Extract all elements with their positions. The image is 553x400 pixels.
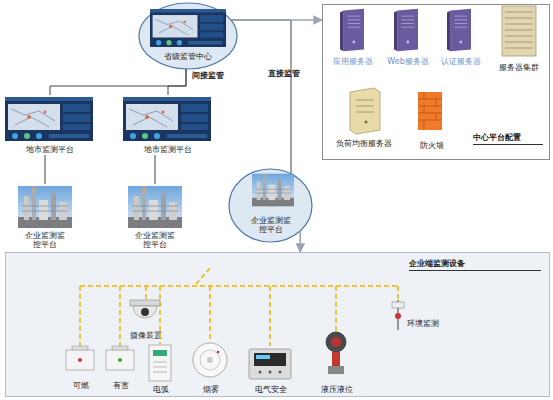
device-item: 有害: [99, 345, 143, 391]
connector-line: [231, 19, 322, 21]
device-item: 电弧: [141, 343, 181, 395]
node-label: 电气安全: [255, 385, 287, 395]
free-label: 间接监管: [192, 70, 224, 81]
node-label: 地市监测平台: [26, 145, 74, 155]
connector-line: [168, 69, 186, 95]
node-label: 地市监测平台: [144, 145, 192, 155]
group-heading: 中心平台配置: [473, 133, 543, 145]
edge-label: 直接监管: [268, 68, 300, 79]
device-item: 电气安全: [243, 341, 299, 395]
node-label: 负荷均衡服务器: [336, 139, 392, 149]
node-label: 烟雾: [203, 385, 219, 395]
node-label: 环境监测: [407, 319, 439, 329]
server-item: Web服务器: [383, 5, 433, 67]
device-item: 可燃: [59, 345, 103, 391]
device-item: 烟雾: [185, 339, 237, 395]
connector-line: [299, 231, 301, 252]
server-item: 应用服务器: [329, 5, 377, 67]
device-item: 环境监测: [373, 293, 439, 329]
node-label: 企业监测监控平台: [132, 231, 178, 250]
server-item: 服务器集群: [491, 5, 547, 73]
node-label: 有害: [113, 381, 129, 391]
ellipse-shape: [229, 169, 312, 242]
node-label: 企业监测监控平台: [22, 231, 68, 250]
platform-node: 地市监测平台: [120, 95, 216, 155]
node-label: 应用服务器: [333, 57, 373, 67]
group-heading: 企业端监测设备: [409, 259, 541, 271]
platform-node: 企业监测监控平台: [122, 184, 188, 250]
node-label: 认证服务器: [441, 57, 481, 67]
node-label: 企业监测监控平台: [248, 216, 294, 235]
platform-node: 企业监测监控平台: [12, 184, 78, 250]
node-label: 省级监管中心: [164, 52, 212, 62]
ellipse-shape: [139, 3, 237, 69]
server-item: 负荷均衡服务器: [327, 85, 401, 149]
connector-line: [231, 20, 291, 174]
platform-ellipse: 企业监测监控平台: [228, 168, 313, 243]
center-ellipse: 省级监管中心: [138, 2, 238, 70]
connector-line: [50, 69, 186, 95]
connector-line: [45, 155, 46, 184]
device-box: 企业端监测设备摄像装置 环境监测可燃 有害 电弧 烟雾 电气安全 液压液位: [5, 252, 550, 397]
node-label: 服务器集群: [499, 63, 539, 73]
device-item: 液压液位: [307, 331, 367, 395]
server-item: 认证服务器: [435, 5, 487, 67]
server-item: 防火墙: [405, 85, 459, 151]
connector-line: [155, 155, 156, 184]
config-box: 中心平台配置 应用服务器 Web服务器 认证服务器服务器集群负荷均衡服务器 防火墙: [322, 4, 550, 160]
node-label: 可燃: [73, 381, 89, 391]
node-label: 液压液位: [321, 385, 353, 395]
node-label: 防火墙: [420, 141, 444, 151]
node-label: 电弧: [153, 385, 169, 395]
node-label: Web服务器: [387, 57, 428, 67]
node-label: 摄像装置: [130, 331, 162, 341]
platform-node: 地市监测平台: [2, 95, 98, 155]
device-item: 摄像装置: [119, 297, 173, 341]
